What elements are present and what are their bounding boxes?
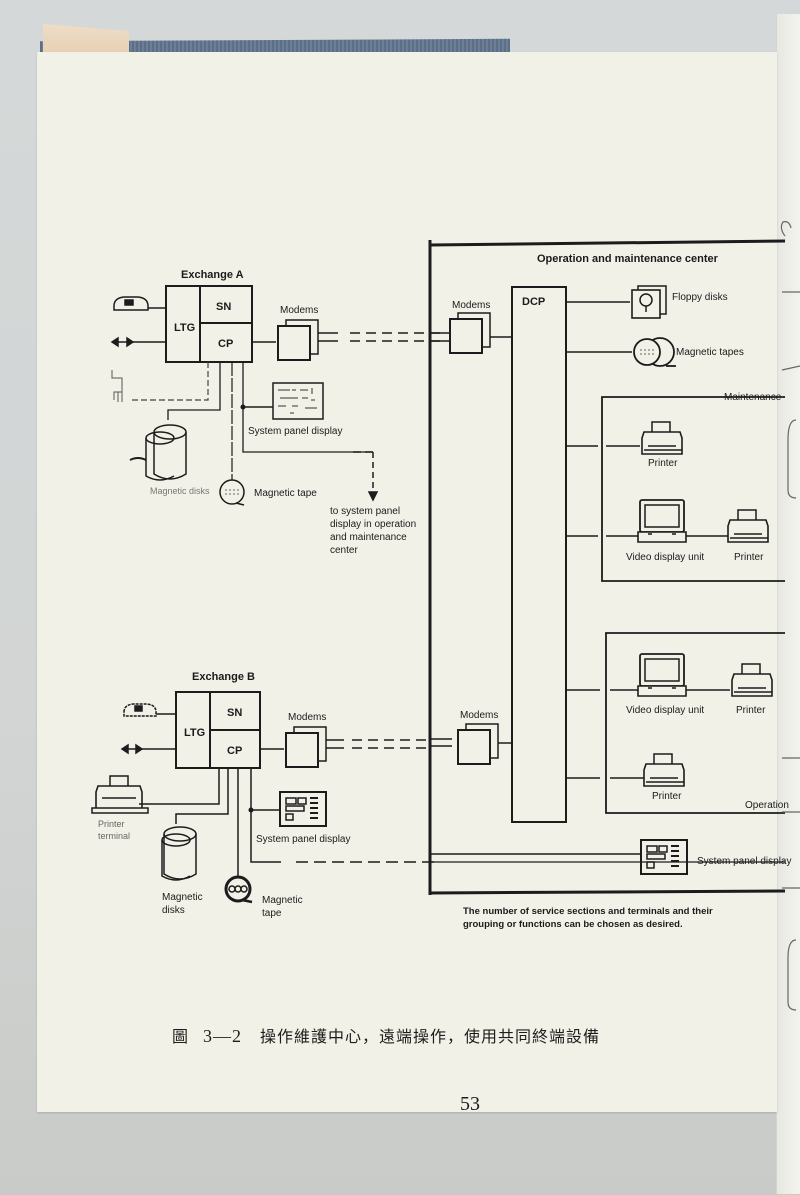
figure-caption-number: 3—2 bbox=[203, 1026, 243, 1046]
floppy-disks-icon bbox=[631, 285, 667, 319]
exchange-b-modems-label: Modems bbox=[288, 712, 326, 723]
exchange-a-modems-label: Modems bbox=[280, 305, 318, 316]
figure-caption-text: 操作維護中心，遠端操作，使用共同終端設備 bbox=[260, 1027, 601, 1046]
magnetic-tapes-icon bbox=[633, 337, 676, 367]
floppy-disks-label: Floppy disks bbox=[672, 292, 728, 303]
maintenance-printer-1-icon bbox=[641, 421, 683, 455]
maintenance-section-label: Maintenance bbox=[724, 392, 782, 403]
operation-vdu-icon bbox=[637, 653, 687, 697]
magnetic-disks-icon bbox=[129, 424, 187, 481]
magnetic-disks-b-icon bbox=[161, 826, 197, 881]
exchange-b bbox=[91, 691, 440, 904]
arrow-note-line-1: to system panel bbox=[330, 506, 400, 517]
arrow-note-line-3: and maintenance bbox=[330, 532, 407, 543]
operation-printer-2-icon bbox=[643, 753, 685, 787]
exchange-b-disks-label-2: disks bbox=[162, 905, 185, 916]
operation-section-frame bbox=[605, 632, 785, 814]
exchange-b-title: Exchange B bbox=[192, 671, 255, 683]
book-page bbox=[37, 52, 777, 1112]
exchange-a-ltg: LTG bbox=[174, 322, 195, 334]
maintenance-printer-2-label: Printer bbox=[734, 552, 764, 563]
exchange-b-ltg: LTG bbox=[184, 727, 205, 739]
exchange-a-system-panel-label: System panel display bbox=[248, 426, 343, 437]
operation-printer-2-label: Printer bbox=[652, 791, 682, 802]
maintenance-vdu-icon bbox=[637, 499, 687, 543]
terminal-icon bbox=[111, 370, 123, 402]
exchange-b-system-panel-label: System panel display bbox=[256, 834, 351, 845]
exchange-b-cp: CP bbox=[227, 745, 242, 757]
omc-modems-a-label: Modems bbox=[452, 300, 490, 311]
magnetic-tape-icon bbox=[219, 479, 245, 506]
omc-modems-b-icon bbox=[457, 723, 499, 765]
maintenance-vdu-label: Video display unit bbox=[626, 552, 704, 563]
exchange-b-tape-label-2: tape bbox=[262, 908, 282, 919]
maintenance-printer-2-icon bbox=[727, 509, 769, 543]
omc-modems-b-label: Modems bbox=[460, 710, 498, 721]
operation-section-label: Operation bbox=[745, 800, 789, 811]
maintenance-printer-1-label: Printer bbox=[648, 458, 678, 469]
telephone-icon bbox=[113, 296, 149, 311]
omc-modems-a-icon bbox=[449, 312, 491, 354]
modems-icon bbox=[277, 319, 319, 361]
bidirectional-arrow-b-icon bbox=[120, 743, 176, 755]
operation-printer-1-icon bbox=[731, 663, 773, 697]
omc-frame bbox=[428, 239, 786, 895]
arrow-note-line-2: display in operation bbox=[330, 519, 416, 530]
omc-system-panel-label: System panel display bbox=[697, 856, 792, 867]
printer-terminal-label-2: terminal bbox=[98, 831, 130, 841]
exchange-b-disks-label-1: Magnetic bbox=[162, 892, 203, 903]
exchange-a-disks-label: Magnetic disks bbox=[150, 486, 210, 496]
system-panel-display-b-icon bbox=[279, 791, 327, 827]
omc-title: Operation and maintenance center bbox=[537, 253, 719, 265]
exchange-a-sn: SN bbox=[216, 301, 231, 313]
adjacent-page-marks bbox=[780, 221, 800, 1011]
exchange-b-sn: SN bbox=[227, 707, 242, 719]
dcp-block bbox=[511, 286, 567, 823]
operation-vdu-label: Video display unit bbox=[626, 705, 704, 716]
bidirectional-arrow-icon bbox=[110, 336, 166, 348]
page-number: 53 bbox=[460, 1093, 480, 1115]
exchange-a bbox=[110, 285, 440, 506]
telephone-b-icon bbox=[123, 703, 157, 717]
dcp-label: DCP bbox=[522, 296, 545, 308]
exchange-a-cp: CP bbox=[218, 338, 233, 350]
magnetic-tapes-label: Magnetic tapes bbox=[676, 347, 744, 358]
exchange-b-tape-label-1: Magnetic bbox=[262, 895, 303, 906]
exchange-a-tape-label: Magnetic tape bbox=[254, 488, 317, 499]
omc-system-panel-display-icon bbox=[640, 839, 688, 875]
figure-caption-label: 圖 bbox=[172, 1027, 190, 1046]
omc-note-line-1: The number of service sections and termi… bbox=[463, 906, 713, 917]
printer-terminal-icon bbox=[91, 775, 149, 814]
modems-b-icon bbox=[285, 726, 327, 768]
magnetic-tape-b-icon bbox=[224, 875, 253, 904]
arrow-note-line-4: center bbox=[330, 545, 358, 556]
omc-note-line-2: grouping or functions can be chosen as d… bbox=[463, 919, 683, 930]
printer-terminal-label-1: Printer bbox=[98, 819, 125, 829]
system-panel-display-icon bbox=[272, 382, 324, 420]
figure-caption: 圖 3—2 操作維護中心，遠端操作，使用共同終端設備 bbox=[172, 1023, 600, 1047]
exchange-a-title: Exchange A bbox=[181, 269, 244, 281]
operation-printer-1-label: Printer bbox=[736, 705, 766, 716]
maintenance-section-frame bbox=[601, 396, 785, 582]
